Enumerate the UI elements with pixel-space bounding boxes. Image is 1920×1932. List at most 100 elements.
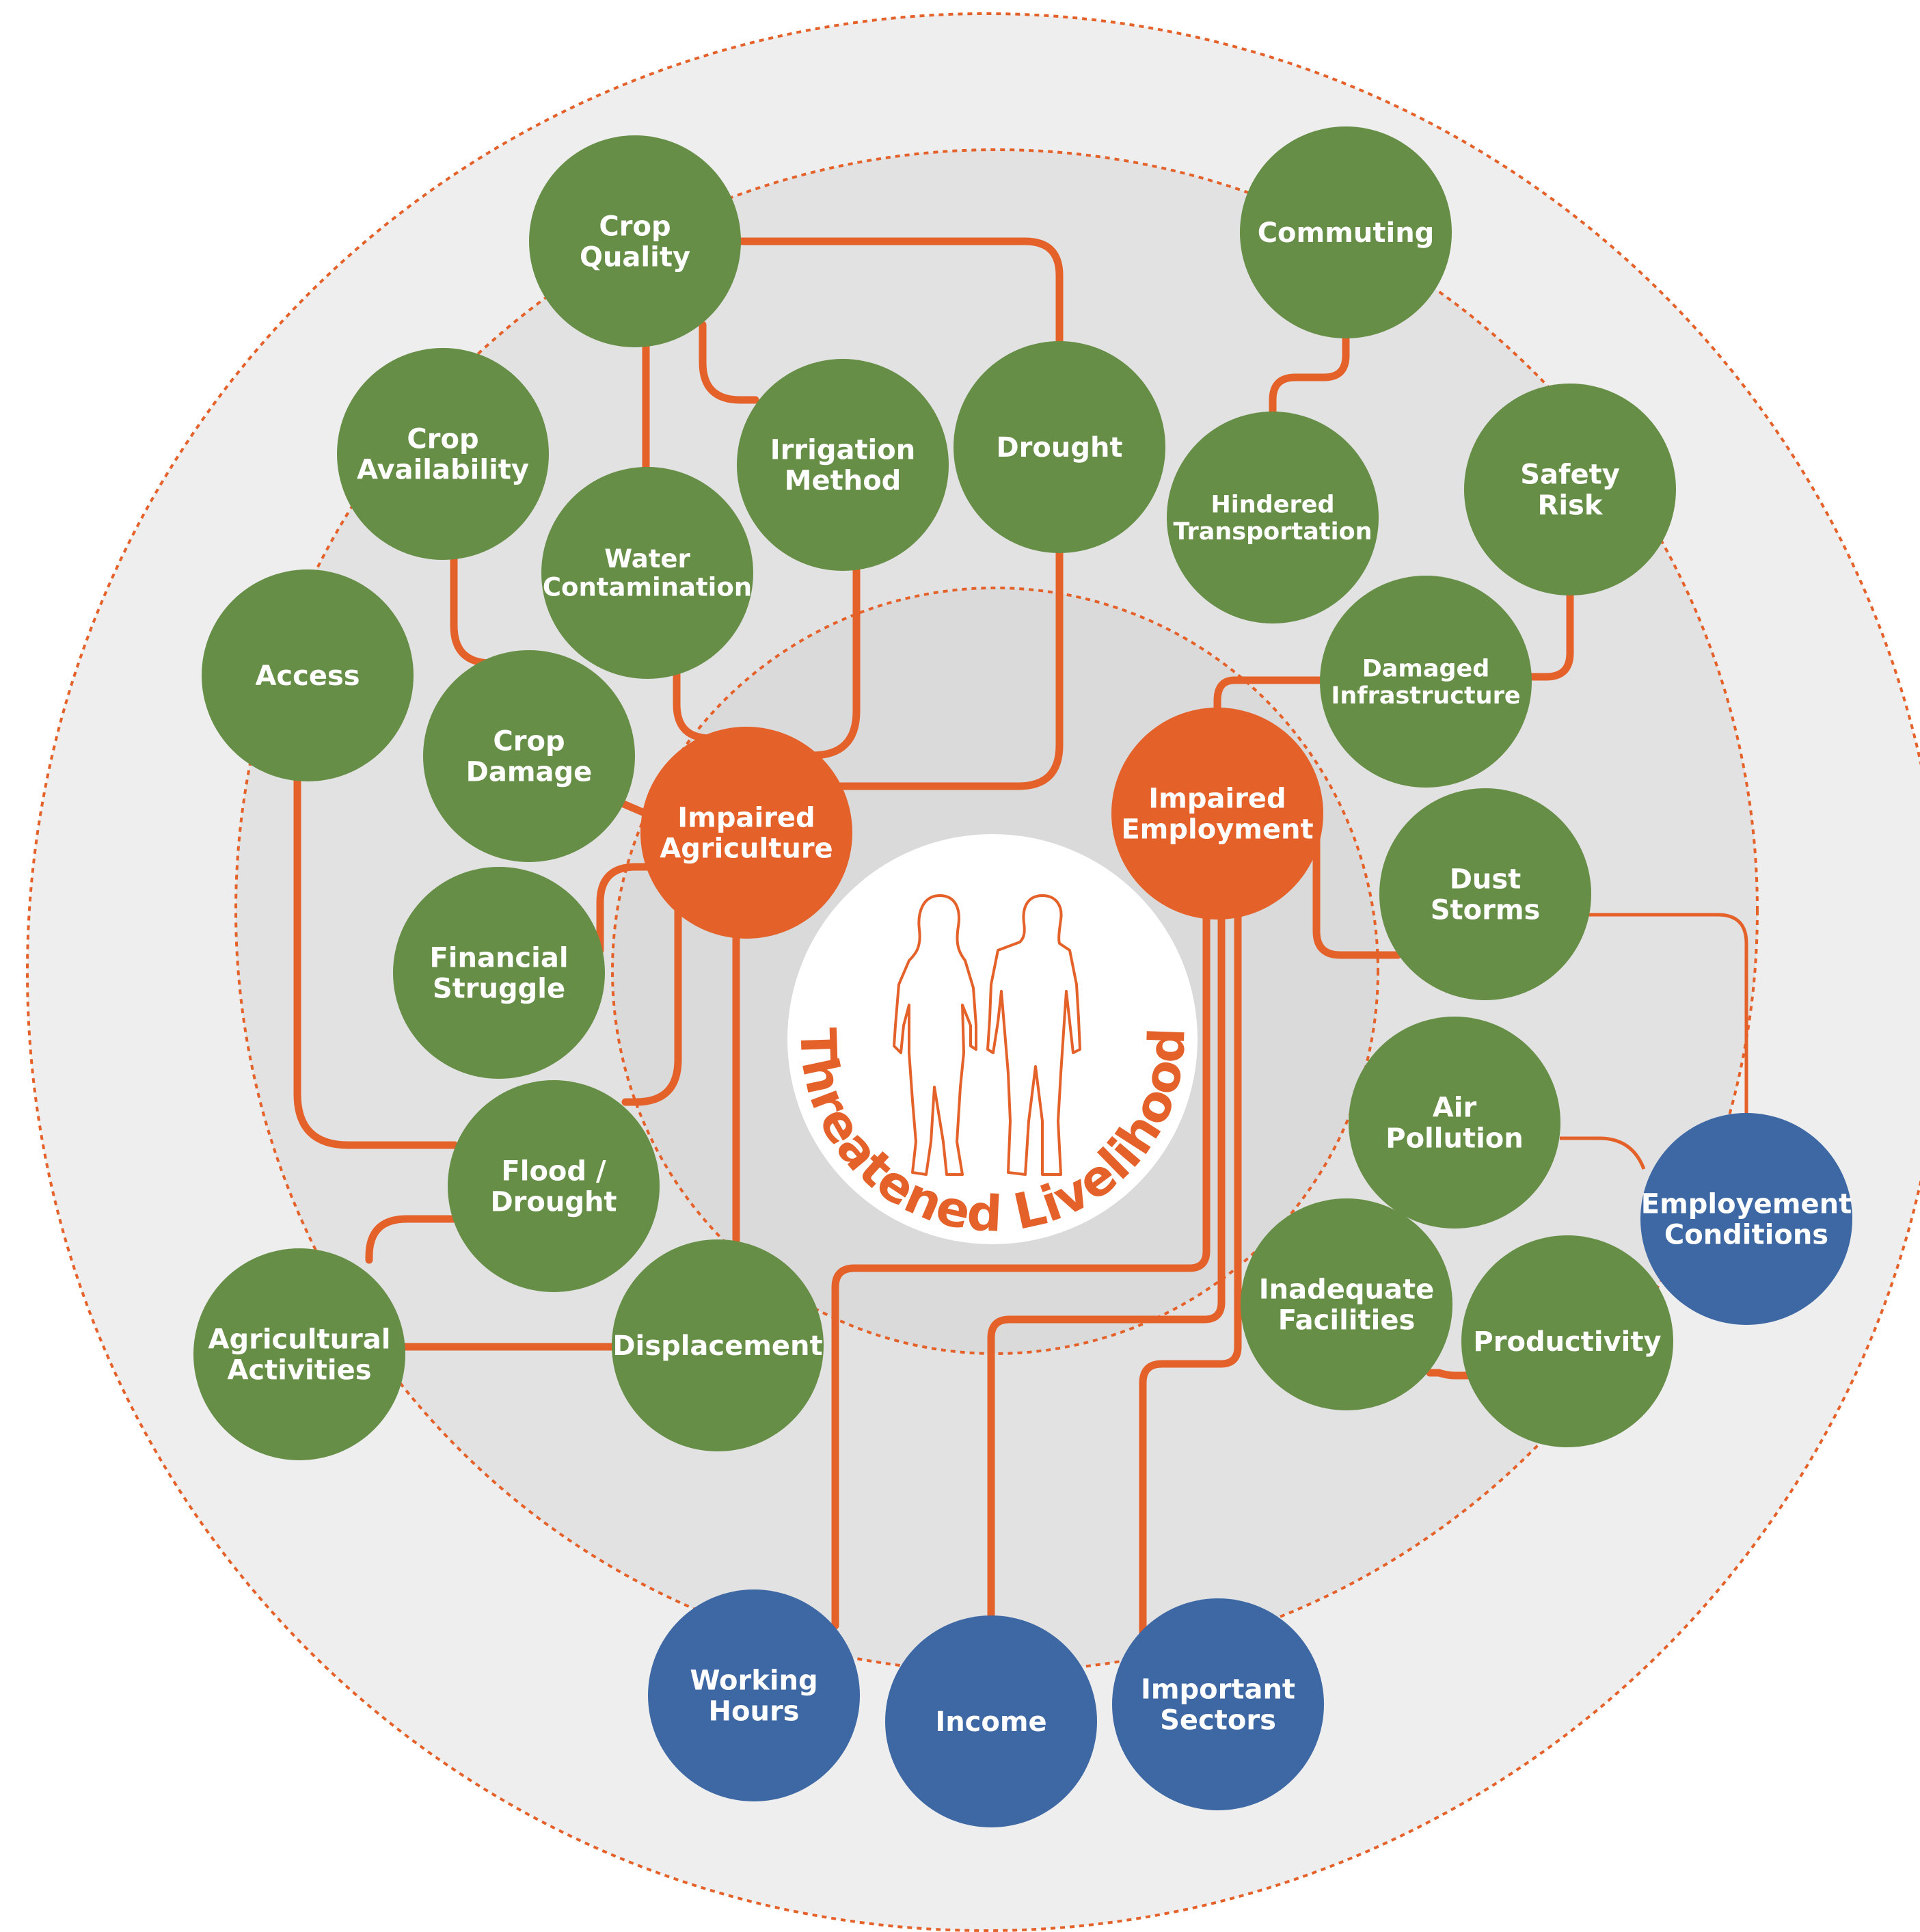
node-circle (1167, 412, 1379, 623)
node-label: Employement (1641, 1189, 1852, 1220)
link-cropdamage-agriculture (618, 799, 650, 818)
node-drought: Drought (954, 341, 1165, 553)
node-label: Damaged (1362, 656, 1490, 683)
node-circle (1241, 1198, 1452, 1410)
node-label: Impaired (677, 803, 815, 834)
link-agriculture-flooddrought (621, 895, 682, 1106)
node-label: Air (1433, 1092, 1477, 1124)
node-label: Crop (493, 726, 565, 757)
node-label: Facilities (1278, 1304, 1416, 1336)
center-circle (787, 834, 1198, 1244)
node-label: Availability (357, 454, 529, 485)
node-flood-drought: Flood /Drought (448, 1080, 660, 1292)
node-circle (640, 727, 852, 939)
node-circle (648, 1589, 860, 1801)
link-drought-agriculture (822, 548, 1064, 790)
node-label: Access (255, 660, 360, 692)
node-label: Hindered (1211, 492, 1334, 519)
node-label: Safety (1520, 459, 1620, 491)
node-label: Sectors (1160, 1704, 1276, 1736)
node-circle (1464, 384, 1676, 595)
link-commuting-hindered (1269, 334, 1350, 421)
node-label: Activities (227, 1354, 371, 1386)
node-label: Drought (996, 432, 1122, 464)
node-label: Conditions (1664, 1219, 1828, 1250)
node-circle (612, 1239, 824, 1451)
node-label: Working (690, 1665, 817, 1697)
node-circle (337, 348, 549, 560)
node-circle (1111, 708, 1323, 920)
node-label: Contamination (543, 573, 752, 602)
node-label: Crop (599, 211, 671, 243)
node-label: Displacement (612, 1330, 822, 1362)
center-node-threatened-livelihood: Threatened Livelihood (787, 834, 1198, 1244)
node-label: Financial (429, 943, 568, 974)
link-dust-employementconditions (1587, 913, 1748, 1116)
node-circle (423, 650, 635, 862)
node-label: Employment (1121, 814, 1313, 845)
node-label: Crop (407, 424, 478, 455)
link-access-flooddrought (293, 777, 459, 1149)
node-layer: CropQualityCommutingCropAvailabilityIrri… (193, 126, 1852, 1827)
link-damaged-employment (1213, 676, 1334, 715)
node-label: Inadequate (1259, 1274, 1434, 1306)
node-label: Transportation (1173, 518, 1372, 546)
node-circle (541, 467, 753, 679)
node-label: Drought (490, 1186, 617, 1218)
node-commuting: Commuting (1240, 126, 1452, 338)
node-circle (1461, 1235, 1673, 1447)
node-circle (885, 1615, 1097, 1827)
link-airpollution-employementconditions (1560, 1136, 1646, 1170)
people-icon (893, 894, 1081, 1176)
link-employment-income (987, 909, 1226, 1619)
node-label: Commuting (1258, 217, 1435, 249)
node-label: Agriculture (660, 833, 833, 864)
node-label: Dust (1450, 864, 1522, 896)
node-circle (954, 341, 1165, 553)
thin-connection-lines (1560, 913, 1748, 1170)
link-inadequate-productivity (1426, 1369, 1474, 1380)
node-circle (193, 1248, 405, 1460)
node-label: Struggle (433, 973, 565, 1004)
node-circle (1112, 1598, 1324, 1810)
node-label: Quality (580, 241, 690, 273)
node-circle (1349, 1017, 1560, 1229)
node-label: Important (1141, 1674, 1295, 1706)
node-circle (1240, 126, 1452, 338)
node-income: Income (885, 1615, 1097, 1827)
node-label: Risk (1538, 489, 1604, 521)
node-circle (448, 1080, 660, 1292)
link-agricultural-flooddrought (365, 1215, 459, 1264)
node-label: Flood / (501, 1156, 606, 1188)
node-circle (393, 867, 605, 1079)
node-displacement: Displacement (612, 1239, 824, 1451)
node-label: Irrigation (770, 435, 915, 466)
node-label: Method (785, 465, 902, 496)
node-circle (1320, 576, 1532, 788)
node-circle (1640, 1113, 1852, 1325)
node-label: Income (935, 1706, 1046, 1738)
node-circle (529, 135, 741, 347)
link-employment-workinghours (831, 909, 1211, 1630)
node-label: Damage (466, 756, 593, 788)
node-label: Agricultural (208, 1324, 391, 1356)
node-access: Access (202, 569, 414, 781)
node-label: Water (604, 544, 690, 574)
